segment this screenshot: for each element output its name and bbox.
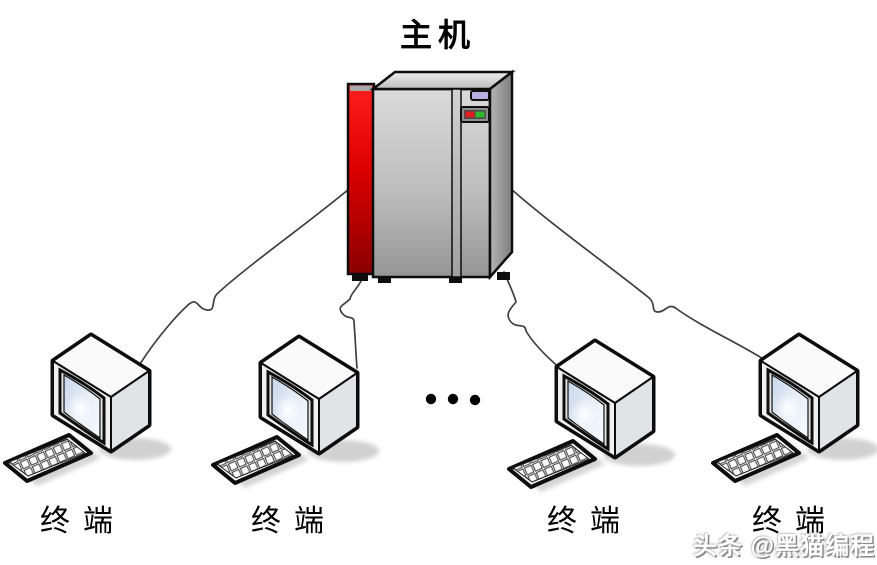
led-green <box>475 111 485 118</box>
led-red <box>465 111 475 118</box>
server-feet <box>378 272 510 283</box>
server-top-face <box>369 70 516 91</box>
terminal-label-1: 终端 <box>40 505 126 538</box>
server-door-panel <box>346 82 376 281</box>
ellipsis-dots-icon <box>425 393 481 406</box>
connection-host-terminal-1 <box>139 182 357 365</box>
connection-host-terminal-2 <box>339 280 362 369</box>
connection-host-terminal-3 <box>503 271 563 371</box>
terminal-label-3: 终端 <box>547 505 633 538</box>
terminal-label-2: 终端 <box>251 505 337 538</box>
connection-host-terminal-4 <box>509 187 769 363</box>
server-slot <box>470 90 490 101</box>
terminal-unit-1 <box>5 335 171 486</box>
server-side-face <box>488 69 514 281</box>
terminal-unit-3 <box>509 341 675 492</box>
connection-lines <box>139 182 769 371</box>
server-led-panel <box>460 106 490 123</box>
terminal-unit-2 <box>213 337 379 488</box>
watermark: 头条 @黑猫编程 <box>692 533 875 560</box>
terminal-unit-4 <box>713 335 877 486</box>
host-server-icon <box>346 69 516 283</box>
server-panel-divider <box>451 88 462 278</box>
host-label: 主机 <box>399 17 476 53</box>
terminal-label-4: 终端 <box>752 505 838 538</box>
